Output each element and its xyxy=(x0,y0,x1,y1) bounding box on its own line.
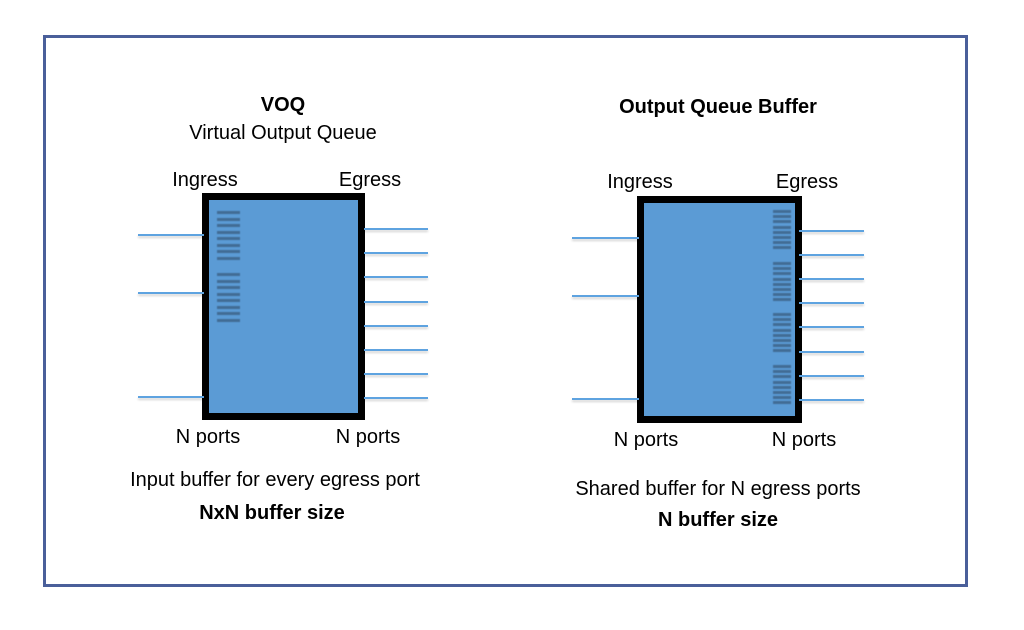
ingress-port-line xyxy=(572,237,639,239)
egress-port-line xyxy=(364,228,428,230)
queue-buffer-line xyxy=(773,210,791,213)
queue-buffer-line xyxy=(217,312,240,315)
egress-port-line xyxy=(799,230,864,232)
ingress-port-line xyxy=(572,398,639,400)
queue-buffer-line xyxy=(773,282,791,286)
diagram-frame xyxy=(43,35,968,587)
oq-egress-label: Egress xyxy=(775,171,839,193)
queue-buffer-line xyxy=(773,328,791,332)
queue-buffer-line xyxy=(773,344,791,348)
queue-buffer-line xyxy=(217,237,240,240)
voq-ingress-ports-label: N ports xyxy=(175,426,241,448)
queue-buffer-line xyxy=(773,298,791,302)
egress-port-line xyxy=(364,276,428,278)
queue-buffer-line xyxy=(217,256,240,260)
queue-buffer-line xyxy=(217,286,240,289)
queue-buffer-line xyxy=(217,224,240,227)
queue-buffer-line xyxy=(773,215,791,219)
oq-title: Output Queue Buffer xyxy=(619,96,817,118)
queue-buffer-line xyxy=(217,279,240,283)
queue-buffer-line xyxy=(773,272,791,276)
ingress-port-line xyxy=(138,292,204,294)
egress-port-line xyxy=(799,399,864,401)
queue-buffer-line xyxy=(773,220,791,224)
oq-description: Shared buffer for N egress ports xyxy=(575,478,861,500)
egress-port-line xyxy=(364,252,428,254)
queue-buffer-line xyxy=(773,313,791,316)
queue-buffer-line xyxy=(217,211,240,214)
queue-buffer-line xyxy=(773,349,791,353)
egress-port-line xyxy=(799,302,864,304)
queue-buffer-line xyxy=(217,243,240,247)
egress-port-line xyxy=(364,373,428,375)
voq-subtitle: Virtual Output Queue xyxy=(189,122,377,144)
voq-buffer-size: NxN buffer size xyxy=(199,502,345,524)
queue-buffer-line xyxy=(773,380,791,384)
queue-buffer-line xyxy=(773,385,791,389)
queue-buffer-line xyxy=(773,293,791,297)
queue-buffer-line xyxy=(217,292,240,296)
queue-buffer-line xyxy=(773,333,791,337)
egress-port-line xyxy=(364,301,428,303)
queue-buffer-line xyxy=(773,318,791,322)
queue-buffer-line xyxy=(773,267,791,271)
queue-buffer-line xyxy=(773,241,791,245)
queue-buffer-line xyxy=(773,370,791,374)
voq-ingress-label: Ingress xyxy=(172,169,238,191)
queue-buffer-line xyxy=(773,246,791,250)
oq-ingress-label: Ingress xyxy=(607,171,673,193)
queue-buffer-line xyxy=(773,365,791,368)
queue-buffer-line xyxy=(773,230,791,234)
oq-ingress-ports-label: N ports xyxy=(613,429,679,451)
queue-buffer-line xyxy=(773,391,791,394)
voq-title: VOQ xyxy=(260,94,306,116)
queue-buffer-line xyxy=(217,305,240,309)
oq-switch-box xyxy=(637,196,802,423)
egress-port-line xyxy=(799,326,864,328)
queue-buffer-line xyxy=(773,396,791,400)
ingress-port-line xyxy=(572,295,639,297)
voq-egress-ports-label: N ports xyxy=(335,426,401,448)
queue-buffer-line xyxy=(217,250,240,253)
ingress-port-line xyxy=(138,396,204,398)
queue-buffer-line xyxy=(217,230,240,234)
egress-port-line xyxy=(799,278,864,280)
queue-buffer-line xyxy=(773,277,791,281)
egress-port-line xyxy=(364,349,428,351)
queue-buffer-line xyxy=(217,217,240,221)
egress-port-line xyxy=(364,397,428,399)
voq-egress-label: Egress xyxy=(338,169,402,191)
queue-buffer-line xyxy=(217,273,240,276)
queue-buffer-line xyxy=(773,262,791,265)
queue-buffer-line xyxy=(773,339,791,342)
queue-buffer-line xyxy=(773,236,791,239)
queue-buffer-line xyxy=(773,375,791,379)
egress-port-line xyxy=(364,325,428,327)
egress-port-line xyxy=(799,254,864,256)
egress-port-line xyxy=(799,351,864,353)
ingress-port-line xyxy=(138,234,204,236)
queue-buffer-line xyxy=(217,299,240,302)
oq-buffer-size: N buffer size xyxy=(657,509,779,531)
queue-buffer-line xyxy=(217,318,240,322)
voq-description: Input buffer for every egress port xyxy=(130,469,420,491)
queue-buffer-line xyxy=(773,225,791,229)
queue-buffer-line xyxy=(773,288,791,291)
queue-buffer-line xyxy=(773,401,791,405)
oq-egress-ports-label: N ports xyxy=(771,429,837,451)
queue-buffer-line xyxy=(773,323,791,327)
egress-port-line xyxy=(799,375,864,377)
